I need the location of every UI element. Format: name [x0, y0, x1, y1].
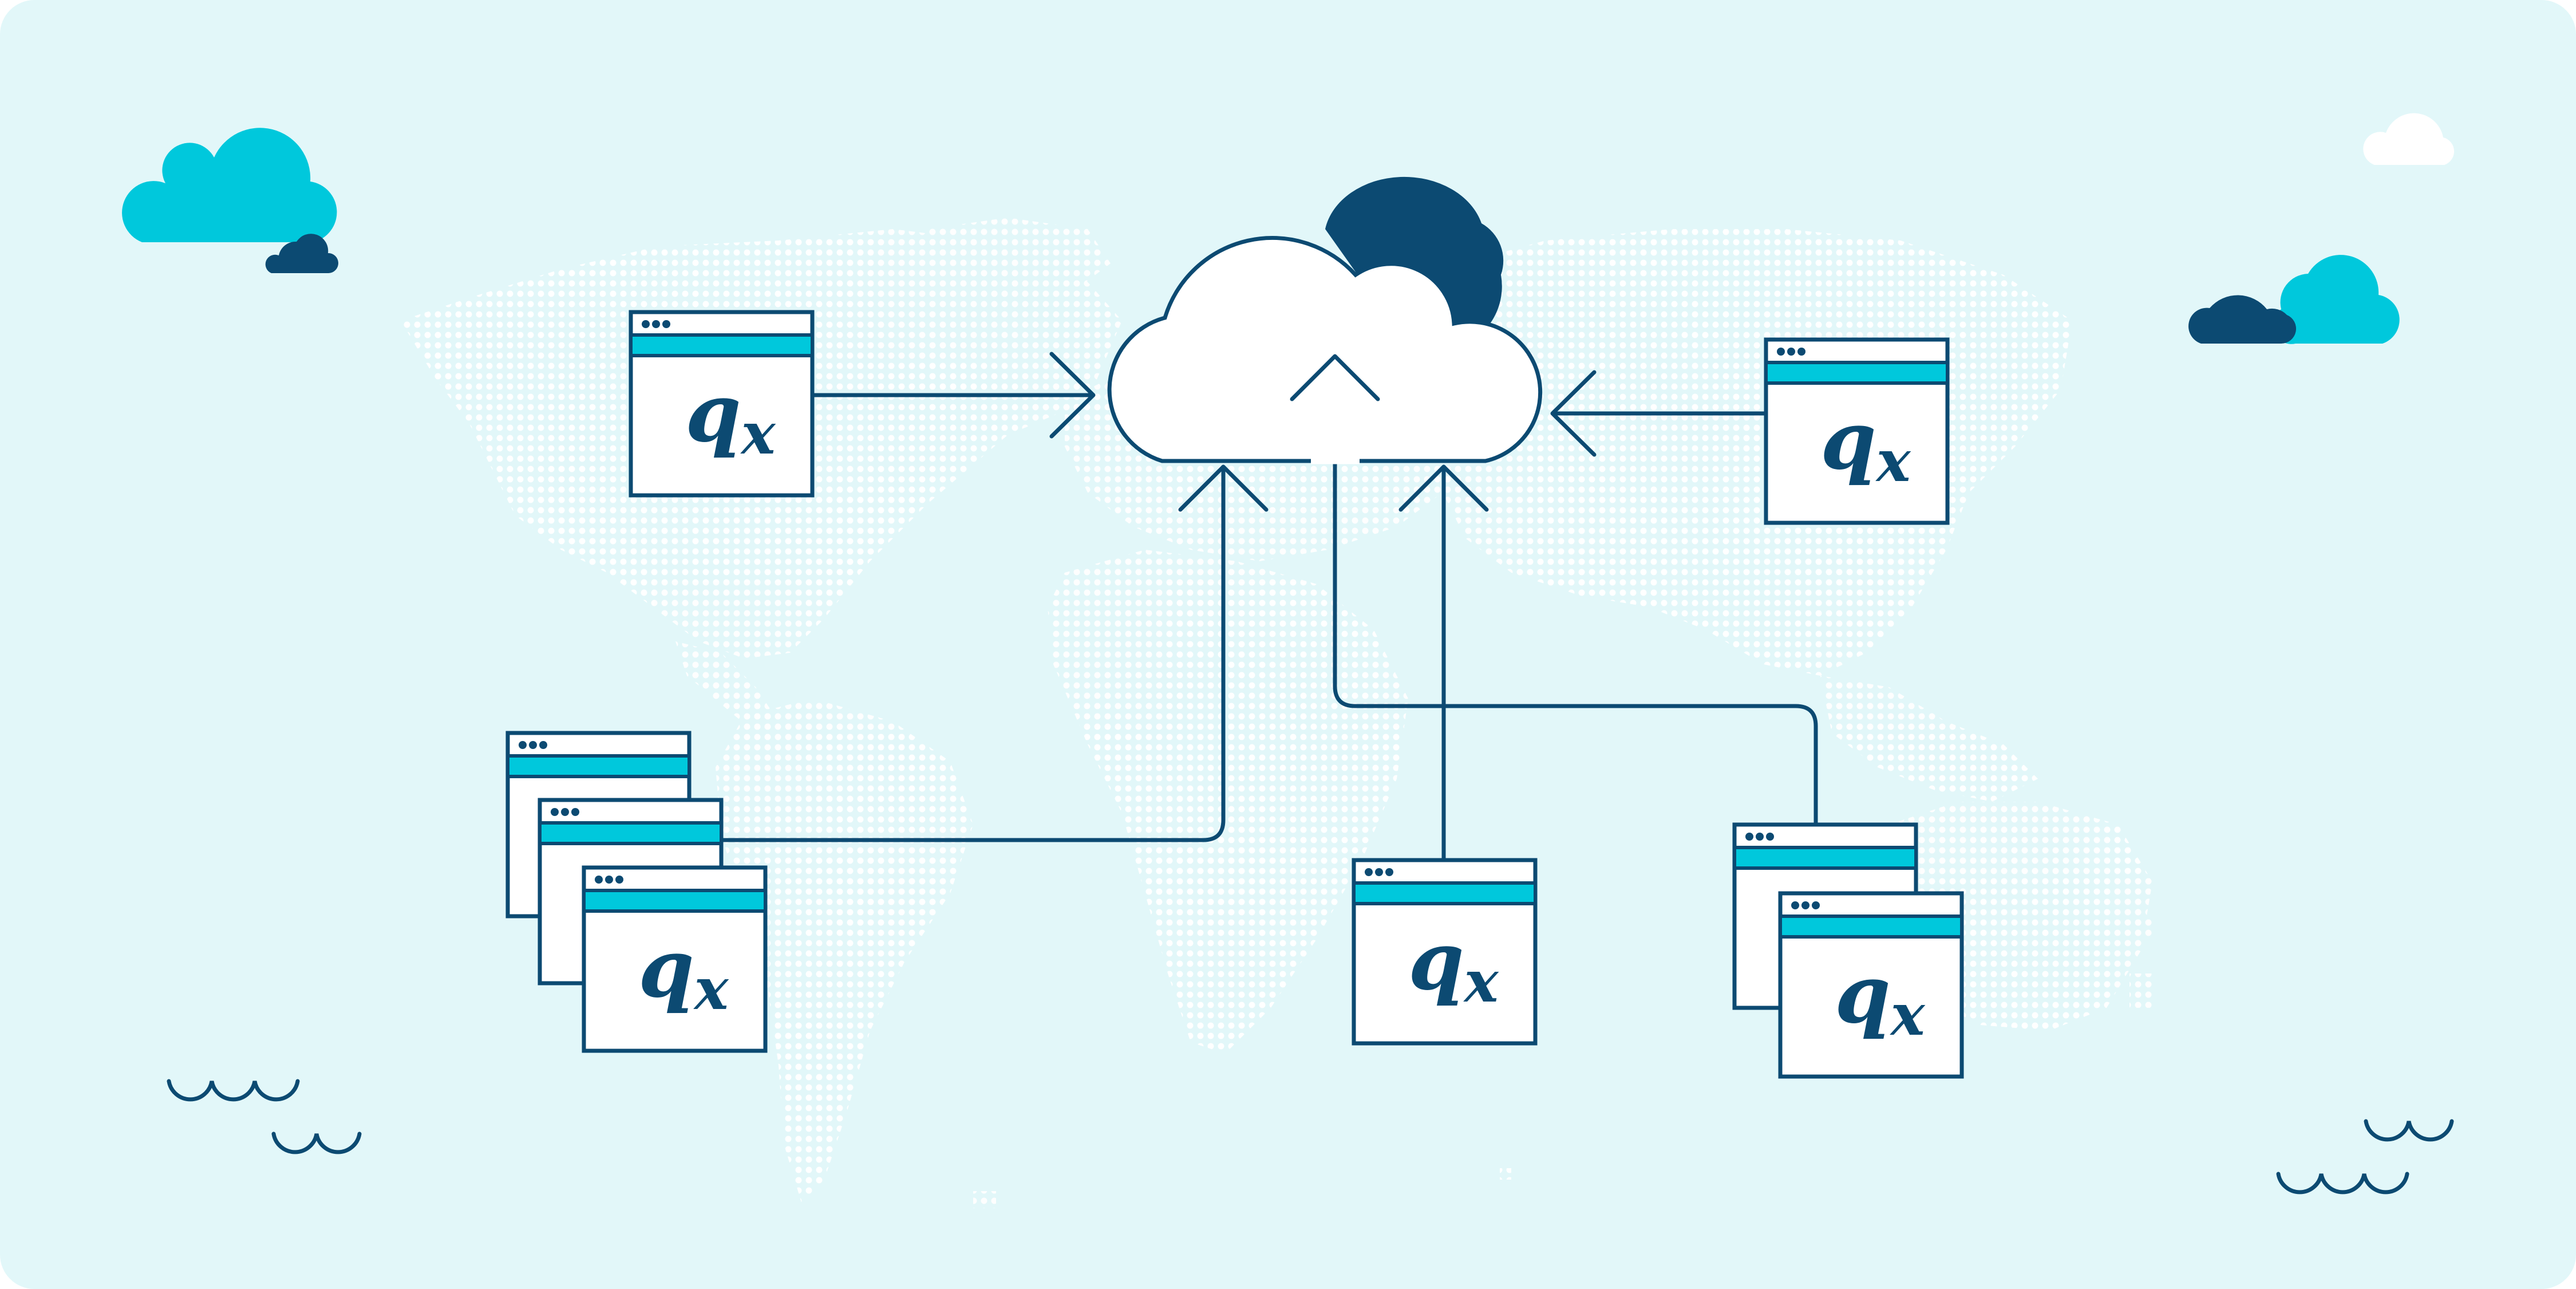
browser-window-stack-left-front: qx [582, 865, 768, 1053]
window-label: qx [1820, 394, 1911, 495]
browser-window-top-right: qx [1764, 337, 1950, 525]
window-label: qx [685, 366, 776, 467]
browser-window-bottom-middle: qx [1352, 858, 1538, 1046]
cloud-icon [2188, 295, 2296, 344]
arrow-line-right-stack [1333, 356, 1818, 825]
wave-icon [2276, 1119, 2454, 1195]
cloud-icon [2363, 113, 2455, 165]
connectors [721, 356, 1818, 860]
browser-window-stack-right-front: qx [1778, 891, 1964, 1079]
window-label: qx [638, 922, 729, 1023]
browser-windows: qx qx qx qx qx [505, 310, 1964, 1079]
window-label: qx [1408, 914, 1499, 1015]
arrow-line-left-stack [721, 467, 1226, 842]
wave-icon [167, 1079, 362, 1154]
cloud-icon [2272, 255, 2400, 344]
cloud-icon [1107, 176, 1543, 464]
arrow-icon [1049, 352, 1597, 512]
cloud-icon [265, 234, 339, 273]
cloud-icon [122, 128, 337, 242]
browser-window-top-left: qx [629, 310, 815, 498]
window-label: qx [1835, 948, 1926, 1048]
